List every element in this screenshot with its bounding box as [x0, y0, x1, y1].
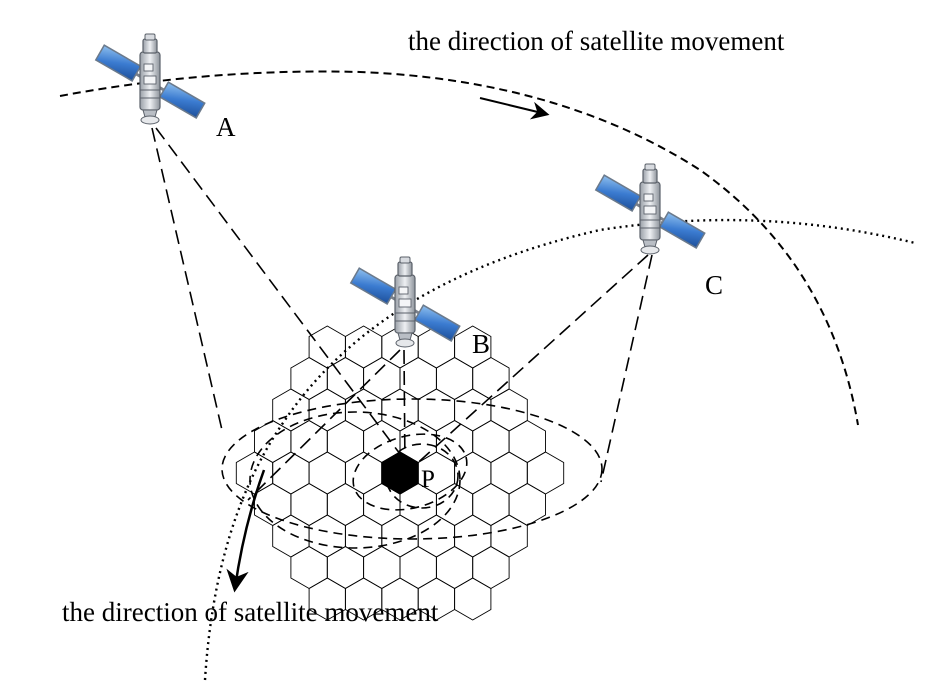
footprint-a	[221, 398, 603, 540]
beam-lines	[151, 127, 653, 501]
hex-cell	[399, 545, 437, 590]
orbit-arcs	[59, 70, 916, 681]
hex-cell	[344, 388, 383, 432]
hex-cell	[472, 356, 510, 401]
hex-cell	[435, 482, 474, 527]
satellite-b	[349, 255, 462, 349]
hex-cell	[381, 388, 419, 432]
hex-cell	[472, 482, 510, 527]
hex-cell-grid	[235, 325, 565, 621]
footprint-inner	[352, 433, 468, 511]
hex-cell	[363, 545, 401, 590]
hex-cell	[326, 545, 365, 590]
direction-label-bottom: the direction of satellite movement	[62, 597, 439, 627]
direction-label-top: the direction of satellite movement	[408, 26, 785, 56]
hex-cell	[417, 514, 456, 558]
hex-cell	[526, 451, 565, 495]
orbit-dotted	[203, 218, 916, 681]
satellite-a	[94, 32, 207, 126]
hex-cell	[399, 356, 437, 401]
target-label-p: P	[421, 466, 435, 493]
coverage-footprints	[221, 398, 603, 549]
beam-c-right	[600, 254, 653, 483]
hex-cell	[417, 388, 456, 432]
hex-cell	[508, 419, 546, 464]
hex-cell	[235, 451, 274, 495]
hex-cell	[472, 419, 510, 464]
hex-cell	[344, 325, 383, 369]
satellite-label-a: A	[216, 112, 236, 142]
hex-cell	[254, 419, 292, 464]
satellite-c	[594, 162, 707, 256]
hex-cell	[490, 388, 528, 432]
hex-cell	[435, 545, 474, 590]
hex-cell	[326, 482, 365, 527]
orbit-top-arrow	[479, 97, 550, 120]
hex-cell	[272, 514, 310, 558]
hex-cell	[254, 482, 292, 527]
satellite-icon	[349, 255, 462, 349]
beam-a-left	[151, 127, 223, 431]
hex-cell	[290, 545, 328, 590]
beam-a-center	[155, 127, 413, 471]
hex-cell	[508, 482, 546, 527]
beam-c-center	[411, 254, 649, 469]
satellite-label-c: C	[705, 270, 723, 300]
hex-cell	[472, 545, 510, 590]
satellite-icon	[594, 162, 707, 256]
hex-cell	[290, 356, 328, 401]
satellite-label-b: B	[472, 329, 490, 359]
orbit-top-dashed	[59, 70, 859, 426]
satellite-icon	[94, 32, 207, 126]
hex-cell	[308, 451, 346, 495]
orbit-bottom-arrow	[226, 469, 266, 593]
beam-b-left	[247, 349, 401, 501]
hex-cell	[363, 356, 401, 401]
hex-cell	[308, 514, 346, 558]
footprint-b	[249, 411, 461, 549]
hex-cell	[290, 482, 328, 527]
hex-cell	[435, 356, 474, 401]
hex-cell	[490, 451, 528, 495]
hex-cell	[308, 325, 346, 369]
hex-cell	[490, 514, 528, 558]
target-cell-p	[381, 451, 419, 495]
hex-cell	[326, 419, 365, 464]
hex-cell	[454, 577, 492, 621]
beam-b-center	[403, 349, 406, 471]
